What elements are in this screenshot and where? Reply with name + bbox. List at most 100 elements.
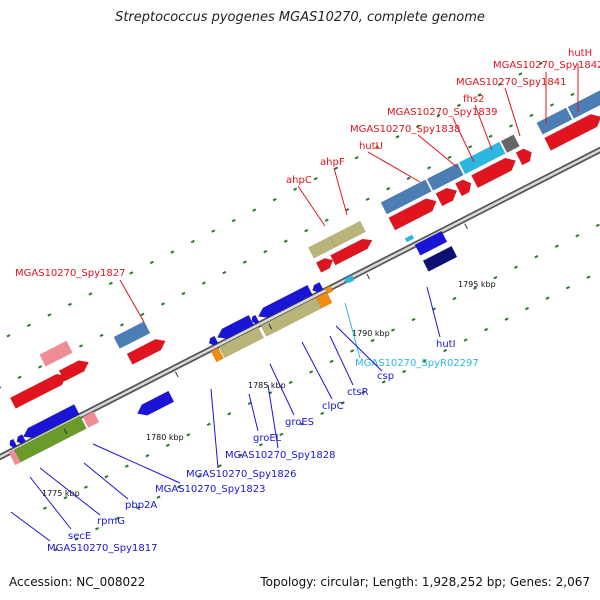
gene-feature[interactable] <box>536 107 573 135</box>
guide-dot <box>197 474 202 478</box>
guide-dot <box>497 82 502 87</box>
guide-dot <box>529 113 534 118</box>
gene-feature[interactable] <box>544 114 600 151</box>
gene-feature[interactable] <box>422 245 458 272</box>
gene-feature[interactable] <box>315 258 334 273</box>
gene-feature[interactable] <box>458 141 506 175</box>
label-spy1842[interactable]: MGAS10270_Spy1842 <box>493 60 600 71</box>
guide-dot <box>365 197 370 201</box>
gene-feature[interactable] <box>388 198 437 231</box>
gene-feature[interactable] <box>471 157 516 189</box>
label-spyR02297[interactable]: MGAS10270_SpyR02297 <box>355 358 479 369</box>
gene-feature[interactable] <box>22 404 80 439</box>
label-spy1839[interactable]: MGAS10270_Spy1839 <box>387 107 497 118</box>
gene-feature[interactable] <box>39 340 73 367</box>
label-spy1826-leader <box>210 388 219 469</box>
gene-feature[interactable] <box>404 234 415 243</box>
gene-feature[interactable] <box>329 220 366 248</box>
gene-feature[interactable] <box>257 284 313 318</box>
gene-feature[interactable] <box>82 411 100 428</box>
gene-feature[interactable] <box>500 134 520 153</box>
guide-dot <box>350 349 355 353</box>
gene-feature[interactable] <box>414 230 448 256</box>
gene-feature[interactable] <box>324 285 334 295</box>
gene-feature[interactable] <box>218 326 264 359</box>
gene-feature[interactable] <box>17 415 87 461</box>
gene-feature[interactable] <box>136 390 175 416</box>
label-pbp2A[interactable]: pbp2A <box>125 500 157 511</box>
scale-tick-label: 1775 kbp <box>42 489 80 498</box>
label-spy1827[interactable]: MGAS10270_Spy1827 <box>15 268 125 279</box>
label-csp[interactable]: csp <box>377 371 394 382</box>
guide-dot <box>0 386 2 389</box>
label-ctsR[interactable]: ctsR <box>347 387 369 398</box>
gene-feature[interactable] <box>251 314 260 325</box>
label-hutU[interactable]: hutU <box>359 141 383 152</box>
guide-dot <box>381 380 386 384</box>
guide-dot <box>320 411 325 416</box>
scale-tick-label: 1780 kbp <box>146 433 184 442</box>
label-rpmG[interactable]: rpmG <box>97 516 125 527</box>
label-hutH[interactable]: hutH <box>568 48 592 59</box>
gene-feature[interactable] <box>330 238 373 266</box>
gene-feature[interactable] <box>208 335 219 346</box>
gene-feature[interactable] <box>426 163 464 191</box>
label-pbp2A-leader <box>83 462 129 500</box>
gene-feature[interactable] <box>343 274 355 284</box>
gene-feature[interactable] <box>455 179 472 197</box>
label-spy1828[interactable]: MGAS10270_Spy1828 <box>225 450 335 461</box>
gene-feature[interactable] <box>9 373 67 409</box>
guide-dot <box>283 239 288 243</box>
gene-feature[interactable] <box>58 360 89 382</box>
gene-feature[interactable] <box>126 339 166 365</box>
guide-dot <box>88 292 93 296</box>
label-ahpF[interactable]: ahpF <box>320 157 345 168</box>
label-groES[interactable]: groES <box>285 417 314 428</box>
label-spy1823[interactable]: MGAS10270_Spy1823 <box>155 484 265 495</box>
scale-tick <box>268 323 273 330</box>
scale-tick <box>174 371 179 378</box>
guide-dot <box>6 334 11 338</box>
gene-feature[interactable] <box>113 321 151 349</box>
label-spy1828-leader <box>267 384 279 449</box>
guide-dot <box>575 234 580 238</box>
gene-feature[interactable] <box>312 281 324 293</box>
guide-dots <box>0 61 600 552</box>
label-hutI[interactable]: hutI <box>436 339 456 350</box>
gene-feature[interactable] <box>16 434 27 445</box>
guide-dot <box>334 166 339 170</box>
guide-dot <box>361 390 366 395</box>
gene-feature[interactable] <box>216 314 255 339</box>
guide-dot <box>252 208 257 212</box>
label-secE-leader <box>29 476 72 530</box>
label-spy1838[interactable]: MGAS10270_Spy1838 <box>350 124 460 135</box>
guide-dot <box>415 124 421 128</box>
guide-dot <box>493 275 498 280</box>
guide-dot <box>211 229 216 233</box>
gene-feature[interactable] <box>567 89 600 119</box>
guide-dot <box>279 432 284 437</box>
gene-feature[interactable] <box>9 438 18 449</box>
label-ahpC[interactable]: ahpC <box>286 175 312 186</box>
guide-dot <box>38 365 43 369</box>
label-clpC[interactable]: clpC <box>322 401 344 412</box>
label-groEL[interactable]: groEL <box>253 433 282 444</box>
gene-feature[interactable] <box>380 179 432 215</box>
label-hutI-leader <box>426 286 441 338</box>
label-spy1841[interactable]: MGAS10270_Spy1841 <box>456 77 566 88</box>
gene-feature[interactable] <box>435 187 458 207</box>
guide-dot <box>63 495 68 500</box>
label-spy1817[interactable]: MGAS10270_Spy1817 <box>47 543 157 554</box>
label-fhs2[interactable]: fhs2 <box>463 94 484 105</box>
guide-dot <box>129 271 134 275</box>
gene-feature[interactable] <box>210 347 224 363</box>
gene-feature[interactable] <box>515 148 532 166</box>
guide-dot <box>238 453 243 458</box>
guide-dot <box>447 155 452 160</box>
label-secE[interactable]: secE <box>68 531 91 542</box>
label-spy1817-leader <box>10 511 51 542</box>
guide-dot <box>165 443 170 447</box>
gene-feature[interactable] <box>13 447 25 463</box>
label-spy1826[interactable]: MGAS10270_Spy1826 <box>186 469 296 480</box>
